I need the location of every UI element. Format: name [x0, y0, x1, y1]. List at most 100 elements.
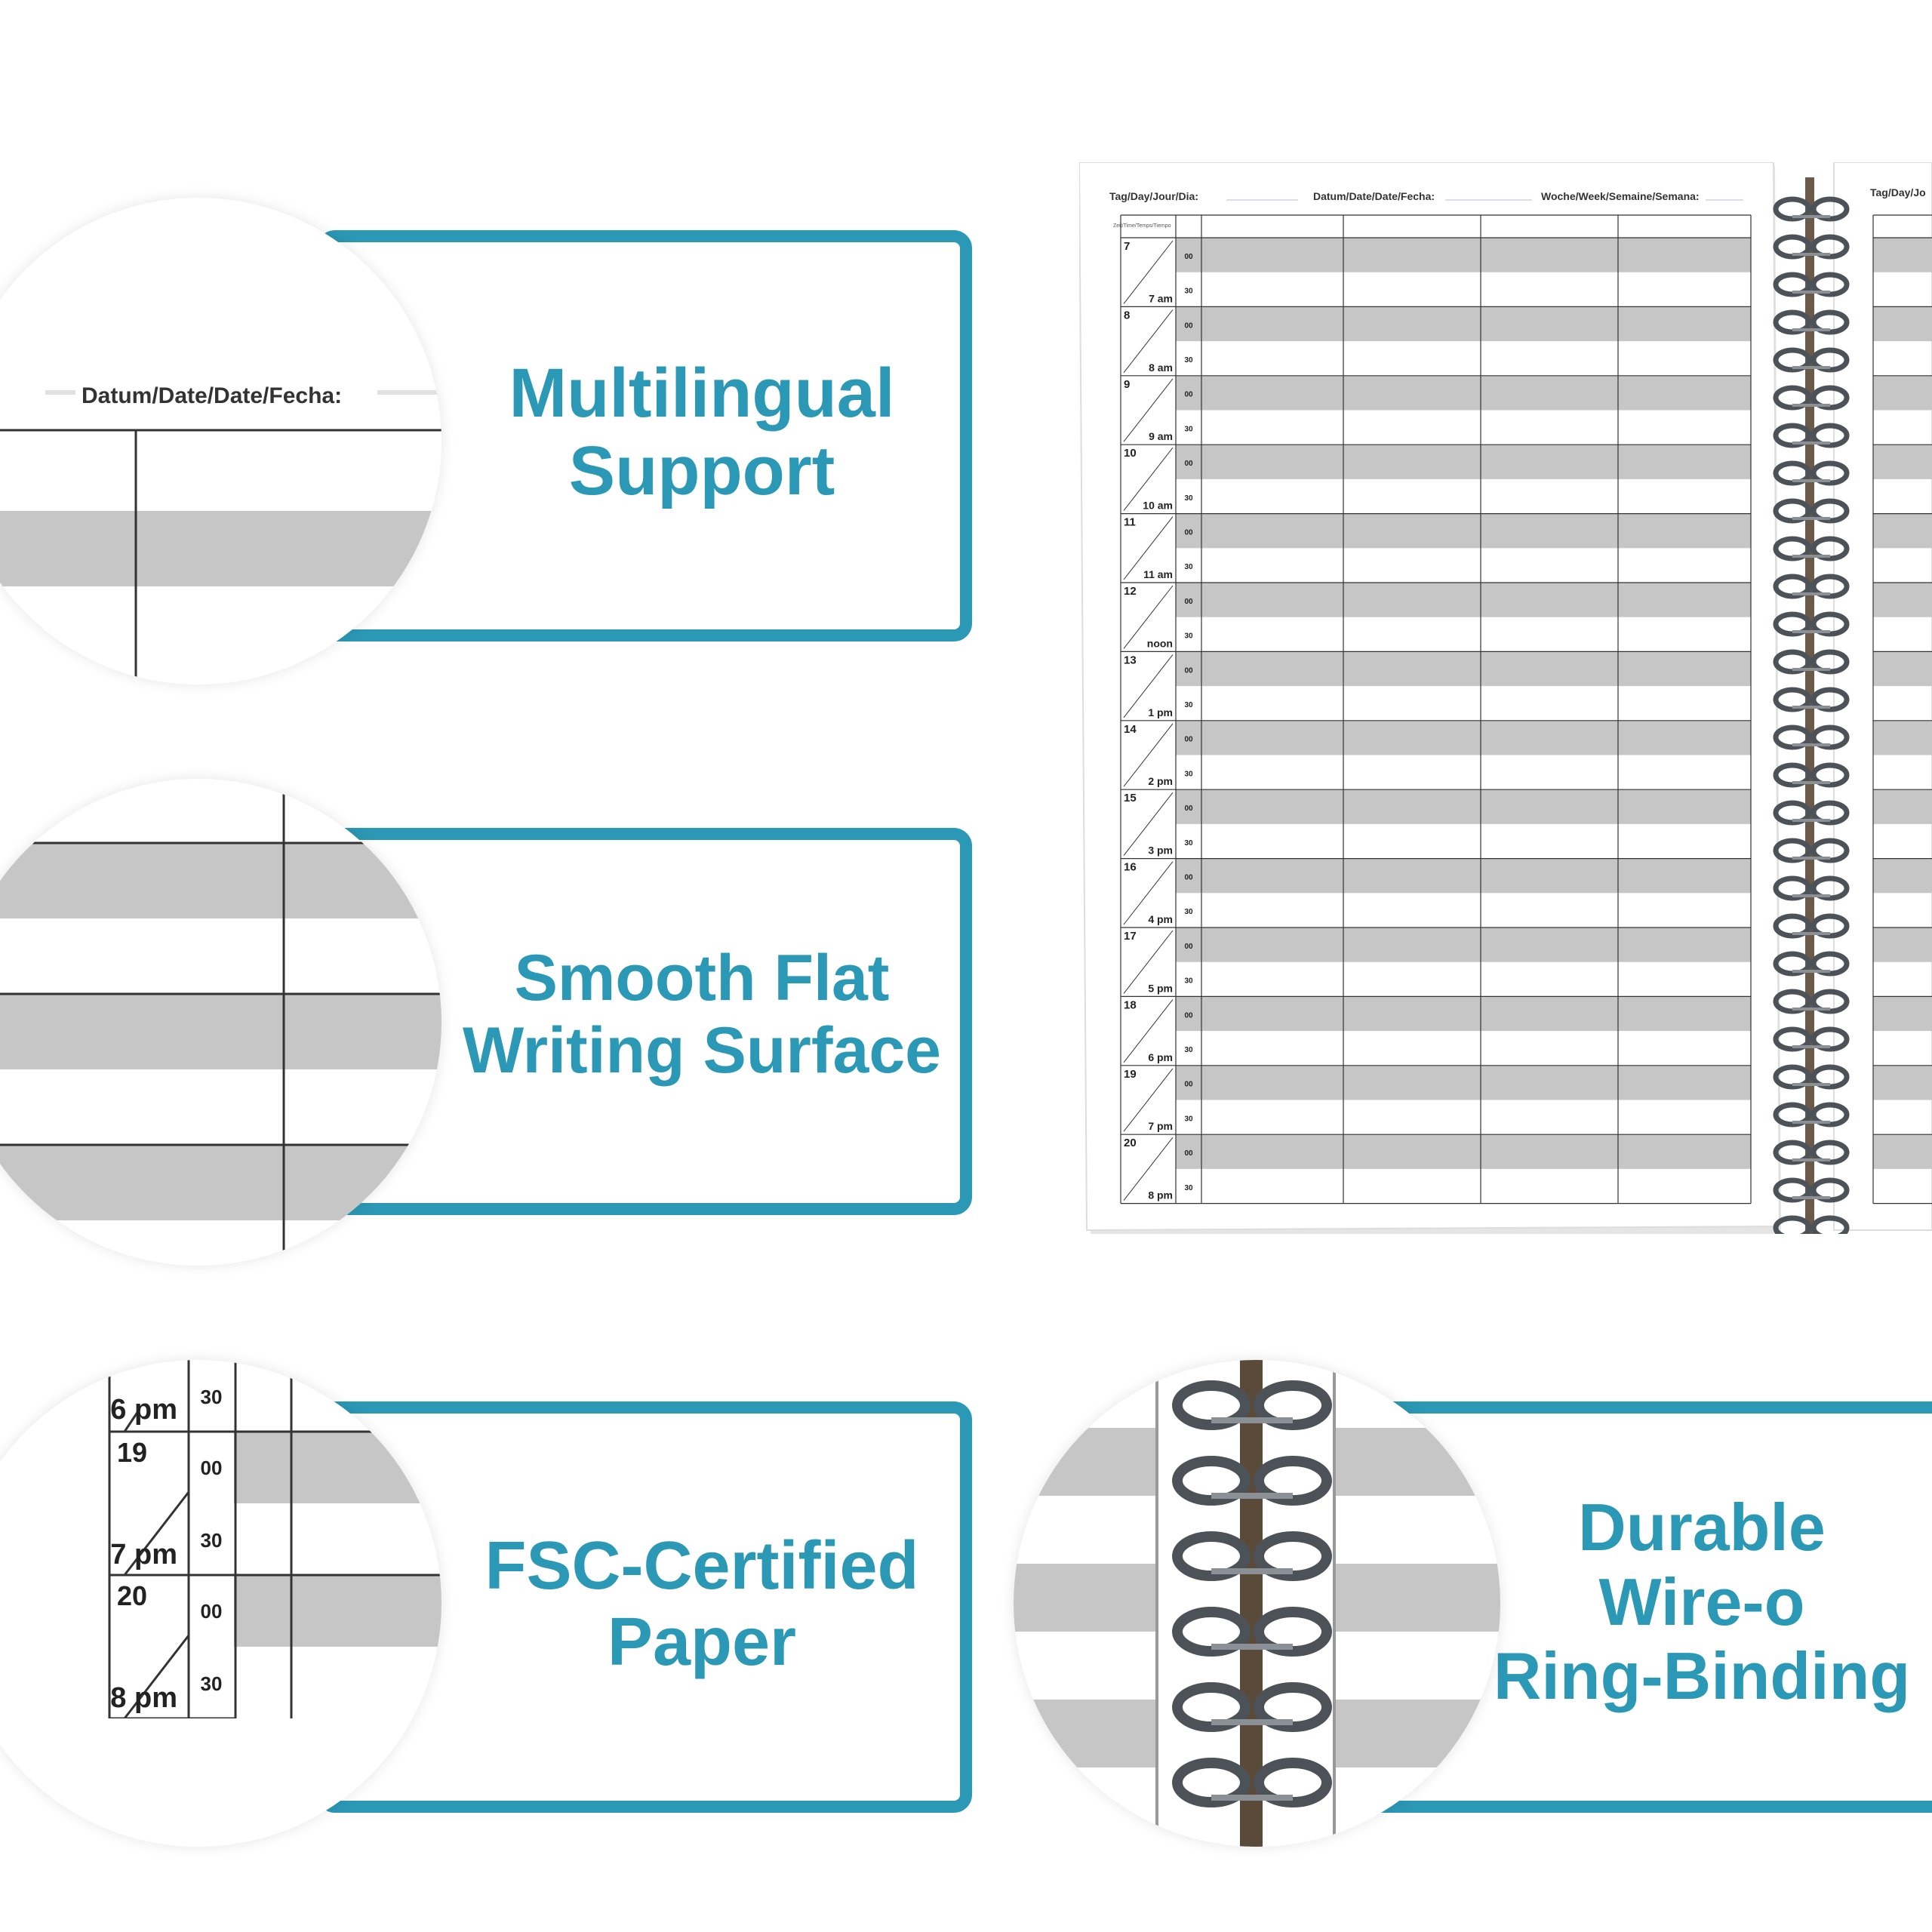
ring-loop [1254, 1531, 1332, 1581]
zoom-minute-label: 30 [201, 1386, 223, 1408]
minute-label: 00 [1184, 873, 1193, 881]
grid-stripe [1873, 858, 1932, 894]
hour-number: 8 [1124, 309, 1130, 321]
grid-diagonal [1123, 792, 1174, 856]
feature-label-wire-o: Durable Wire-o Ring-Binding [1438, 1490, 1932, 1714]
minute-label: 30 [1184, 1184, 1193, 1192]
grid-stripe [1201, 238, 1751, 272]
planner-date-label: Datum/Date/Date/Fecha: [1313, 190, 1435, 202]
grid-stripe [1176, 513, 1201, 549]
grid-diagonal [1123, 447, 1174, 511]
ring-loop [1172, 1456, 1251, 1506]
grid-stripe [1873, 996, 1932, 1032]
ring-loop [1810, 423, 1850, 448]
grid-diagonal [1123, 585, 1174, 649]
minute-label: 00 [1184, 321, 1193, 330]
grid-stripe [1176, 238, 1201, 272]
minute-label: 30 [1184, 356, 1193, 365]
feature-line: Writing Surface [463, 1014, 941, 1088]
zoom-circle-surface [0, 779, 441, 1266]
ring-loop [1810, 272, 1850, 297]
ring-loop [1810, 196, 1850, 222]
grid-stripe [1873, 238, 1932, 272]
ring-loop [1810, 1026, 1850, 1052]
planner-day-label: Tag/Day/Jour/Dia: [1109, 190, 1198, 202]
grid-stripe [1873, 928, 1932, 962]
grid-stripe [1201, 1134, 1751, 1169]
feature-line: Multilingual [509, 355, 895, 432]
grid-stripe [1201, 583, 1751, 617]
zoom-date-label: Datum/Date/Date/Fecha: [82, 383, 342, 408]
grid-diagonal [1123, 930, 1174, 994]
hour-number: 11 [1124, 516, 1136, 529]
hour-number: 20 [1124, 1137, 1137, 1149]
ring-loop [1810, 1177, 1850, 1203]
minute-label: 30 [1184, 701, 1193, 709]
ring-loop [1172, 1758, 1251, 1807]
ring-loop [1810, 574, 1850, 599]
zoom-hour-label: 19 [117, 1437, 147, 1468]
grid-diagonal [1123, 861, 1174, 925]
grid-stripe [1873, 1134, 1932, 1169]
grid-stripe [1201, 513, 1751, 549]
feature-label-multilingual: Multilingual Support [438, 355, 966, 510]
feature-line: Support [568, 432, 835, 510]
zoom-minute-label: 30 [201, 1672, 223, 1695]
grid-stripe [1176, 445, 1201, 479]
hour-number: 7 [1124, 240, 1130, 253]
minute-label: 00 [1184, 943, 1193, 951]
minute-label: 30 [1184, 770, 1193, 778]
minute-label: 00 [1184, 1011, 1193, 1020]
ring-loop [1810, 234, 1850, 260]
ring-loop [1254, 1682, 1332, 1732]
feature-line: Durable [1578, 1490, 1826, 1564]
ring-loop [1773, 385, 1812, 411]
minute-label: 30 [1184, 1046, 1193, 1054]
ring-loop [1172, 1531, 1251, 1581]
feature-line: FSC-Certified [485, 1528, 919, 1604]
feature-line: Paper [607, 1604, 797, 1680]
ring-loop [1172, 1380, 1251, 1430]
zoom-time-label: 7 pm [110, 1539, 177, 1571]
grid-stripe [1873, 583, 1932, 617]
ring-loop [1773, 574, 1812, 599]
ring-loop [1810, 951, 1850, 977]
ring-loop [1810, 1140, 1850, 1165]
ring-loop [1773, 913, 1812, 939]
grid-stripe [1201, 375, 1751, 411]
zoom-time-label: 6 pm [110, 1394, 177, 1426]
feature-label-smooth-surface: Smooth Flat Writing Surface [438, 942, 966, 1088]
grid-stripe [1201, 789, 1751, 824]
zoom-minute-label: 00 [201, 1457, 223, 1479]
ring-loop [1773, 649, 1812, 675]
ring-loop [1810, 875, 1850, 901]
ring-loop [1773, 536, 1812, 561]
minute-label: 30 [1184, 977, 1193, 986]
ring-loop [1172, 1607, 1251, 1657]
ring-loop [1810, 385, 1850, 411]
minute-label: 00 [1184, 253, 1193, 261]
ring-loop [1773, 196, 1812, 222]
minute-label: 00 [1184, 528, 1193, 537]
ring-loop [1773, 234, 1812, 260]
grid-stripe [1176, 583, 1201, 617]
grid-stripe [1176, 306, 1201, 342]
hour-number: 19 [1124, 1068, 1137, 1081]
ring-loop [1254, 1456, 1332, 1506]
grid-diagonal [1123, 654, 1174, 718]
zoom-circle-binding [1014, 1360, 1500, 1847]
grid-stripe [1176, 1065, 1201, 1100]
ring-loop [1773, 1064, 1812, 1090]
grid-stripe [1873, 513, 1932, 549]
hour-number: 15 [1124, 792, 1137, 804]
minute-label: 30 [1184, 632, 1193, 641]
ring-loop [1773, 762, 1812, 788]
feature-line: Wire-o [1598, 1564, 1805, 1639]
hour-label: 8 pm [1148, 1189, 1173, 1201]
minute-label: 00 [1184, 1081, 1193, 1089]
minute-label: 00 [1184, 736, 1193, 744]
grid-stripe [1176, 789, 1201, 824]
ring-loop [1810, 347, 1850, 373]
zoom-hour-label: 20 [117, 1580, 147, 1611]
